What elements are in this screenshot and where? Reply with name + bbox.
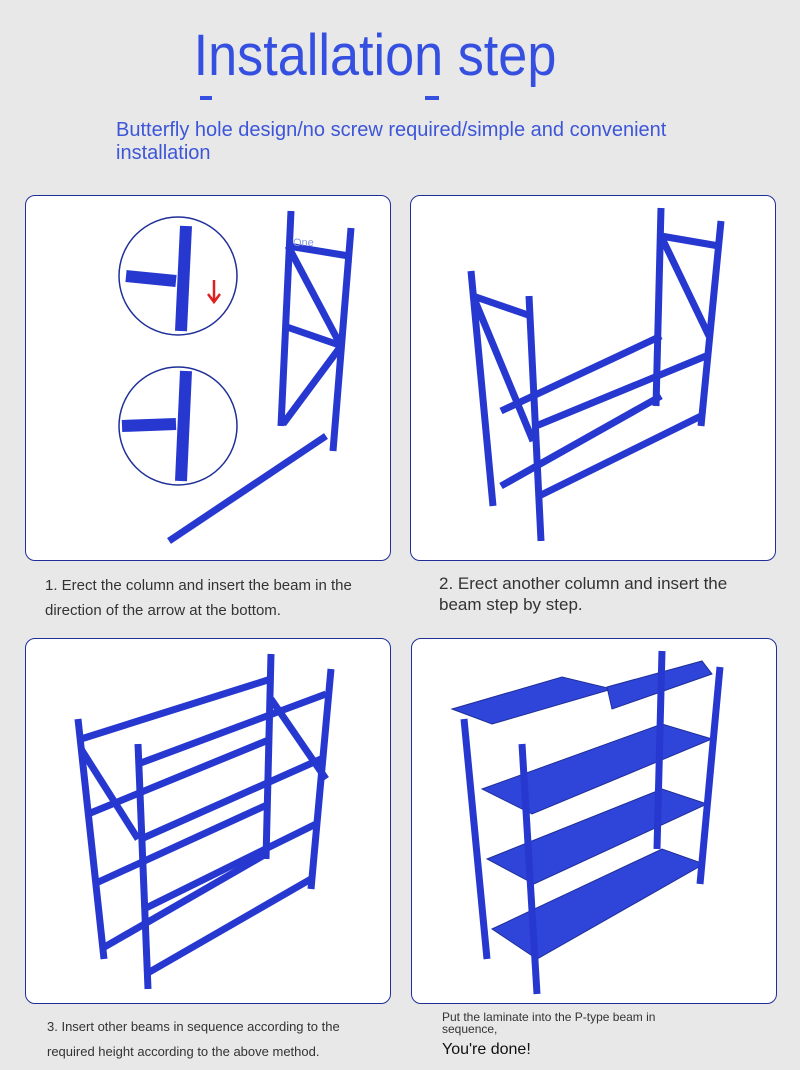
step-1-label: One: [293, 237, 314, 249]
step-3-caption: 3. Insert other beams in sequence accord…: [47, 1019, 340, 1059]
step-3-image: [25, 638, 391, 1004]
step-1-image: One: [25, 195, 391, 561]
page-subtitle: Butterfly hole design/no screw required/…: [116, 119, 667, 164]
page-title: Installation step: [193, 23, 557, 88]
step-2-caption: 2. Erect another column and insert the b…: [439, 574, 728, 614]
step-2-image: [410, 195, 776, 561]
step-4-caption: Put the laminate into the P-type beam in…: [442, 1010, 656, 1036]
step-4-image: [411, 638, 777, 1004]
decorative-dash: [200, 96, 212, 100]
done-text: You're done!: [442, 1041, 531, 1058]
step-1-caption: 1. Erect the column and insert the beam …: [45, 577, 352, 619]
decorative-dash: [425, 96, 439, 100]
